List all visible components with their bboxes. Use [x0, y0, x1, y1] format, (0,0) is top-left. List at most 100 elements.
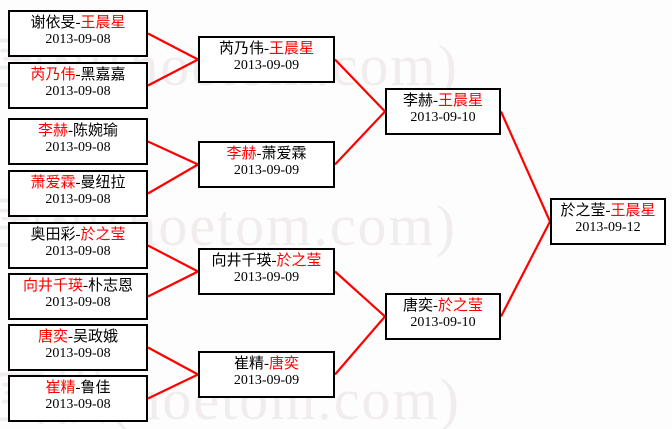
match-players-r2m4: 崔精-唐奕 [200, 356, 333, 373]
player-separator: - [75, 175, 81, 191]
player-separator: - [83, 278, 88, 294]
match-players-r1m3: 李赫-陈婉瑜 [10, 123, 146, 140]
player-right-r1m8: 鲁佳 [80, 380, 111, 396]
match-date-r1m7: 2013-09-08 [45, 345, 111, 361]
player-left-r1m2: 芮乃伟 [30, 67, 76, 83]
match-date-r1m1: 2013-09-08 [45, 31, 111, 47]
match-date-r1m8: 2013-09-08 [45, 396, 111, 412]
player-separator: - [68, 123, 73, 139]
match-date-fm1: 2013-09-12 [575, 219, 641, 235]
connector-r3m2-to-fm1 [500, 220, 551, 318]
player-separator: - [433, 93, 438, 109]
player-right-r1m1: 王晨星 [80, 15, 126, 31]
connector-r3m1-to-fm1 [499, 111, 552, 222]
connector-r2m1-to-r3m1 [334, 58, 386, 113]
player-right-r3m2: 於之莹 [438, 298, 484, 314]
player-right-r2m2: 萧爱霖 [261, 146, 307, 162]
player-right-r3m1: 王晨星 [438, 93, 484, 109]
player-right-fm1: 王晨星 [610, 203, 656, 219]
connector-r1m6-to-r2m3 [147, 270, 199, 298]
player-separator: - [68, 329, 73, 345]
match-date-r1m2: 2013-09-08 [45, 83, 111, 99]
match-players-r3m2: 唐奕-於之莹 [387, 298, 499, 315]
player-right-r2m3: 於之莹 [276, 253, 322, 269]
player-left-r3m2: 唐奕 [402, 298, 433, 314]
match-players-r1m8: 崔精-鲁佳 [10, 380, 146, 397]
match-date-r2m1: 2013-09-09 [233, 57, 300, 73]
connector-r1m8-to-r2m4 [147, 373, 199, 400]
player-right-r2m4: 唐奕 [269, 356, 300, 372]
match-players-r1m1: 谢依旻-王晨星 [10, 15, 146, 32]
player-separator: - [264, 356, 269, 372]
connector-r1m2-to-r2m1 [147, 58, 199, 87]
connector-r2m2-to-r3m1 [334, 110, 386, 166]
player-left-fm1: 於之莹 [560, 203, 606, 219]
match-players-r1m2: 芮乃伟-黑嘉嘉 [10, 67, 146, 84]
player-left-r2m3: 向井千瑛 [211, 253, 272, 269]
connector-r2m4-to-r3m2 [334, 315, 386, 376]
connector-r2m3-to-r3m2 [334, 270, 386, 318]
match-date-r3m2: 2013-09-10 [410, 314, 476, 330]
match-players-r1m6: 向井千瑛-朴志恩 [10, 278, 146, 295]
player-left-r2m2: 李赫 [226, 146, 257, 162]
player-separator: - [75, 227, 81, 243]
connector-r1m5-to-r2m3 [147, 244, 199, 273]
player-separator: - [433, 298, 438, 314]
connector-r1m1-to-r2m1 [147, 32, 199, 61]
player-right-r1m6: 朴志恩 [88, 278, 134, 294]
connector-r1m7-to-r2m4 [147, 346, 199, 376]
match-date-r3m1: 2013-09-10 [410, 109, 476, 125]
player-left-r1m8: 崔精 [45, 380, 76, 396]
player-separator: - [75, 380, 81, 396]
match-date-r1m5: 2013-09-08 [45, 243, 111, 259]
match-date-r2m2: 2013-09-09 [233, 162, 300, 178]
connector-r1m3-to-r2m2 [147, 140, 199, 166]
player-separator: - [264, 41, 269, 57]
match-players-r1m5: 奥田彩-於之莹 [10, 227, 146, 244]
player-separator: - [605, 203, 611, 219]
player-right-r1m2: 黑嘉嘉 [80, 67, 126, 83]
player-left-r1m5: 奥田彩 [30, 227, 76, 243]
player-right-r2m1: 王晨星 [269, 41, 315, 57]
player-left-r2m1: 芮乃伟 [218, 41, 264, 57]
match-players-r2m1: 芮乃伟-王晨星 [200, 41, 333, 58]
player-separator: - [75, 67, 81, 83]
match-players-r3m1: 李赫-王晨星 [387, 93, 499, 110]
match-date-r2m3: 2013-09-09 [233, 269, 300, 285]
player-left-r1m1: 谢依旻 [30, 15, 76, 31]
match-players-fm1: 於之莹-王晨星 [552, 203, 664, 220]
match-players-r1m4: 萧爱霖-曼纽拉 [10, 175, 146, 192]
match-date-r1m6: 2013-09-08 [45, 294, 111, 310]
match-players-r1m7: 唐奕-吴政娥 [10, 329, 146, 346]
player-separator: - [271, 253, 277, 269]
match-players-r2m3: 向井千瑛-於之莹 [200, 253, 333, 270]
player-left-r3m1: 李赫 [402, 93, 433, 109]
player-right-r1m3: 陈婉瑜 [73, 123, 119, 139]
match-date-r2m4: 2013-09-09 [233, 372, 300, 388]
player-right-r1m4: 曼纽拉 [80, 175, 126, 191]
match-date-r1m4: 2013-09-08 [45, 191, 111, 207]
player-right-r1m7: 吴政娥 [73, 329, 119, 345]
match-players-r2m2: 李赫-萧爱霖 [200, 146, 333, 163]
player-left-r1m6: 向井千瑛 [22, 278, 83, 294]
player-left-r1m4: 萧爱霖 [30, 175, 76, 191]
player-left-r1m7: 唐奕 [37, 329, 68, 345]
player-separator: - [256, 146, 262, 162]
player-separator: - [75, 15, 81, 31]
